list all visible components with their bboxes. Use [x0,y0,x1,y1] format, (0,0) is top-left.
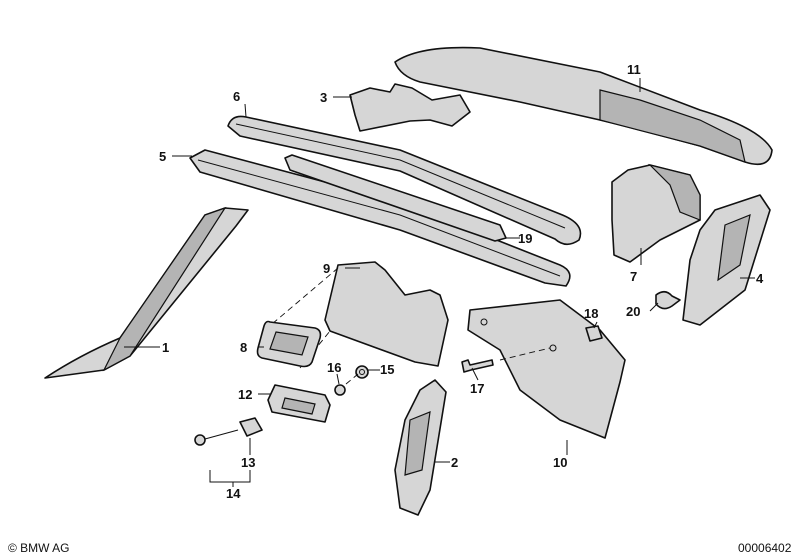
label-10: 10 [553,455,568,470]
label-20: 20 [626,304,641,319]
label-14: 14 [226,486,241,501]
part-16[interactable] [334,384,346,396]
label-2: 2 [451,455,459,470]
label-19: 19 [518,231,533,246]
part-6[interactable] [227,115,582,246]
label-15: 15 [380,362,395,377]
copyright: © BMW AG [8,541,70,555]
part-3[interactable] [349,83,471,132]
label-8: 8 [240,340,248,355]
label-17: 17 [470,381,485,396]
part-1[interactable] [44,207,249,379]
label-7: 7 [630,269,638,284]
label-13: 13 [241,455,256,470]
part-13[interactable] [239,417,263,437]
label-11: 11 [627,62,641,77]
part-10[interactable] [467,299,626,439]
label-3: 3 [320,90,328,105]
label-16: 16 [327,360,342,375]
diagram-id: 00006402 [738,541,792,555]
part-9[interactable] [324,261,449,367]
key[interactable] [194,434,206,446]
label-9: 9 [323,261,331,276]
label-6: 6 [233,89,241,104]
part-17[interactable] [461,359,494,373]
label-18: 18 [584,306,599,321]
part-20[interactable] [655,290,681,310]
label-4: 4 [756,271,764,286]
label-12: 12 [238,387,253,402]
label-1: 1 [162,340,170,355]
part-15[interactable] [355,365,369,379]
label-5: 5 [159,149,167,164]
part-18[interactable] [585,325,603,342]
